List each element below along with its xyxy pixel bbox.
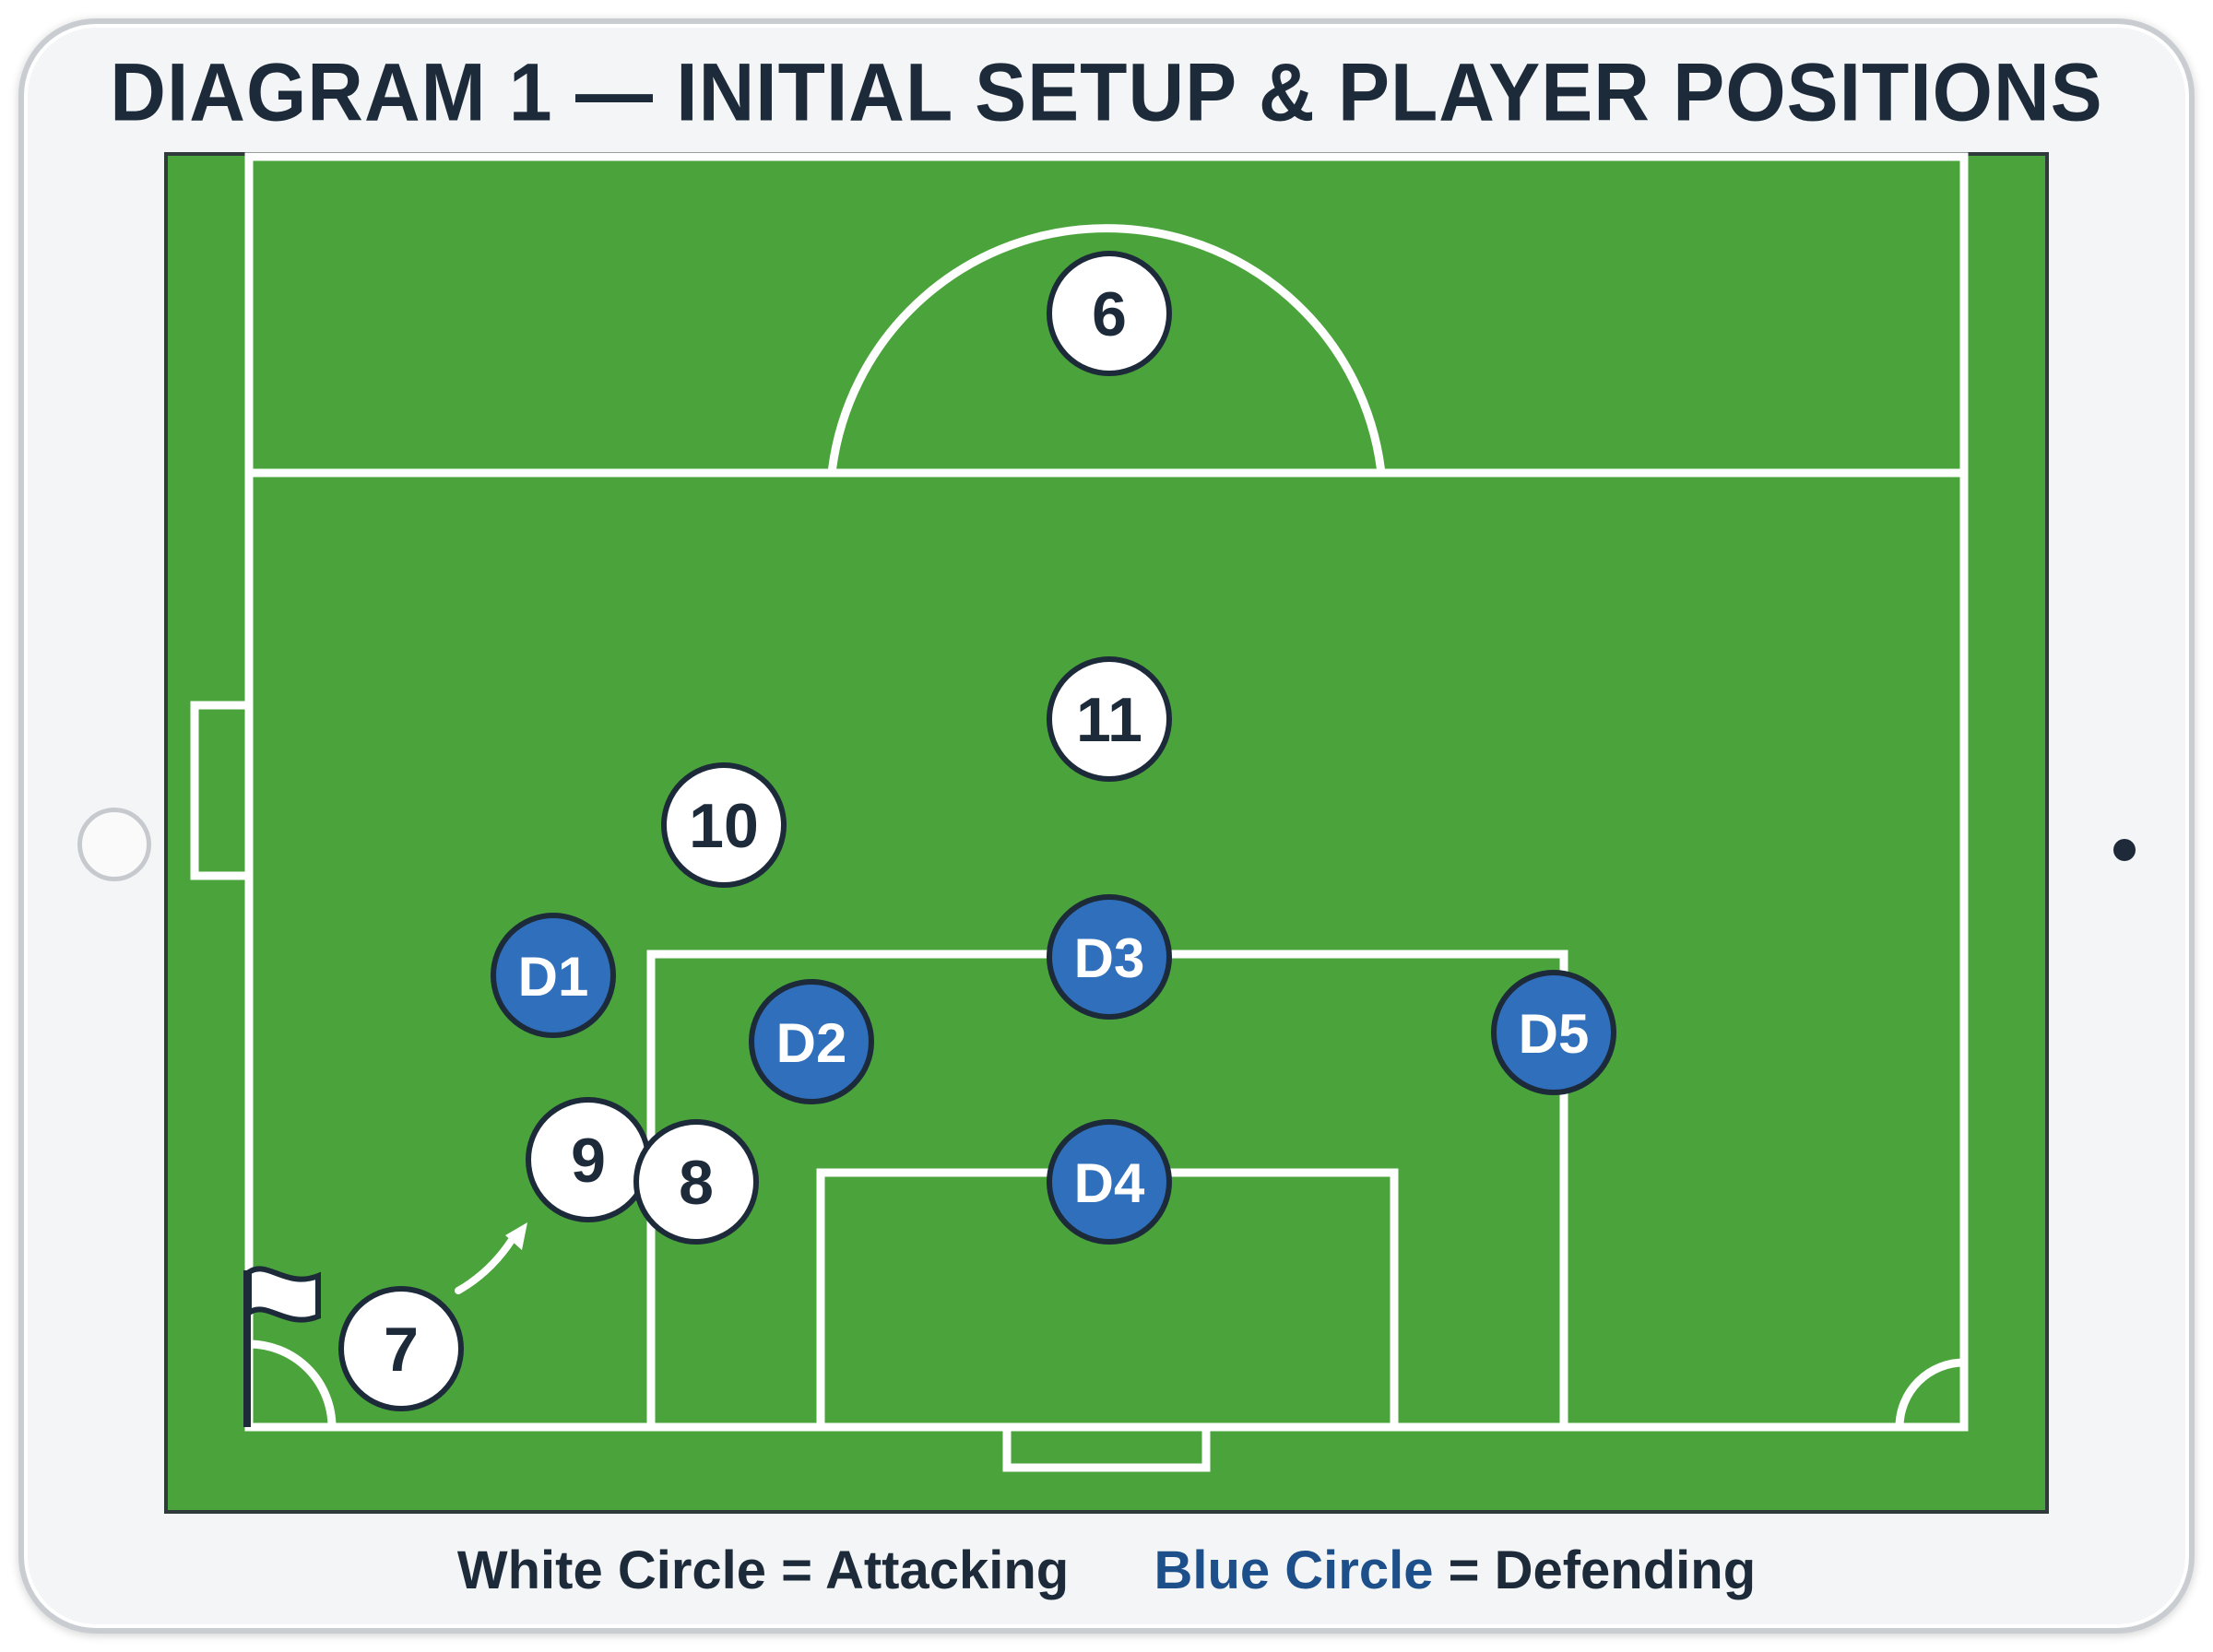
goal <box>1002 1422 1211 1472</box>
attacker-6-label: 6 <box>1092 279 1127 349</box>
defender-d4-label: D4 <box>1074 1152 1145 1214</box>
attacker-7[interactable]: 7 <box>338 1286 464 1411</box>
side-goal <box>190 701 254 880</box>
run-arrow-icon <box>455 1222 527 1294</box>
defender-d2[interactable]: D2 <box>749 979 874 1104</box>
attacker-7-label: 7 <box>384 1315 419 1385</box>
attacker-6[interactable]: 6 <box>1047 251 1172 376</box>
camera-icon <box>2113 839 2136 861</box>
defender-d4[interactable]: D4 <box>1047 1119 1172 1245</box>
defender-d1-label: D1 <box>518 946 589 1008</box>
pitch <box>164 152 2049 1514</box>
legend-blue-label: Blue Circle <box>1154 1540 1434 1600</box>
attacker-9-label: 9 <box>571 1126 606 1196</box>
attacker-8-label: 8 <box>679 1148 714 1218</box>
legend: White Circle = Attacking Blue Circle = D… <box>0 1540 2213 1601</box>
defender-d1[interactable]: D1 <box>491 913 616 1038</box>
attacker-11[interactable]: 11 <box>1047 656 1172 782</box>
defender-d5-label: D5 <box>1519 1003 1590 1065</box>
defender-d3[interactable]: D3 <box>1047 894 1172 1020</box>
legend-blue-meaning: = Defending <box>1448 1540 1757 1600</box>
defender-d2-label: D2 <box>776 1012 847 1074</box>
legend-white-meaning: = Attacking <box>781 1540 1070 1600</box>
corner-arc-left <box>248 1339 337 1428</box>
corner-arc-right <box>1895 1358 1965 1428</box>
center-circle-arc <box>827 224 1386 474</box>
defender-d3-label: D3 <box>1074 927 1145 989</box>
attacker-8[interactable]: 8 <box>633 1119 759 1245</box>
home-button[interactable] <box>77 808 151 881</box>
legend-white-label: White Circle <box>456 1540 767 1600</box>
attacker-10-label: 10 <box>689 791 759 861</box>
diagram-title: DIAGRAM 1 — INITIAL SETUP & PLAYER POSIT… <box>110 46 2103 138</box>
attacker-9[interactable]: 9 <box>526 1097 651 1222</box>
attacker-10[interactable]: 10 <box>661 762 787 888</box>
corner-flag-icon <box>243 1266 321 1427</box>
attacker-11-label: 11 <box>1076 685 1142 755</box>
defender-d5[interactable]: D5 <box>1491 970 1616 1095</box>
